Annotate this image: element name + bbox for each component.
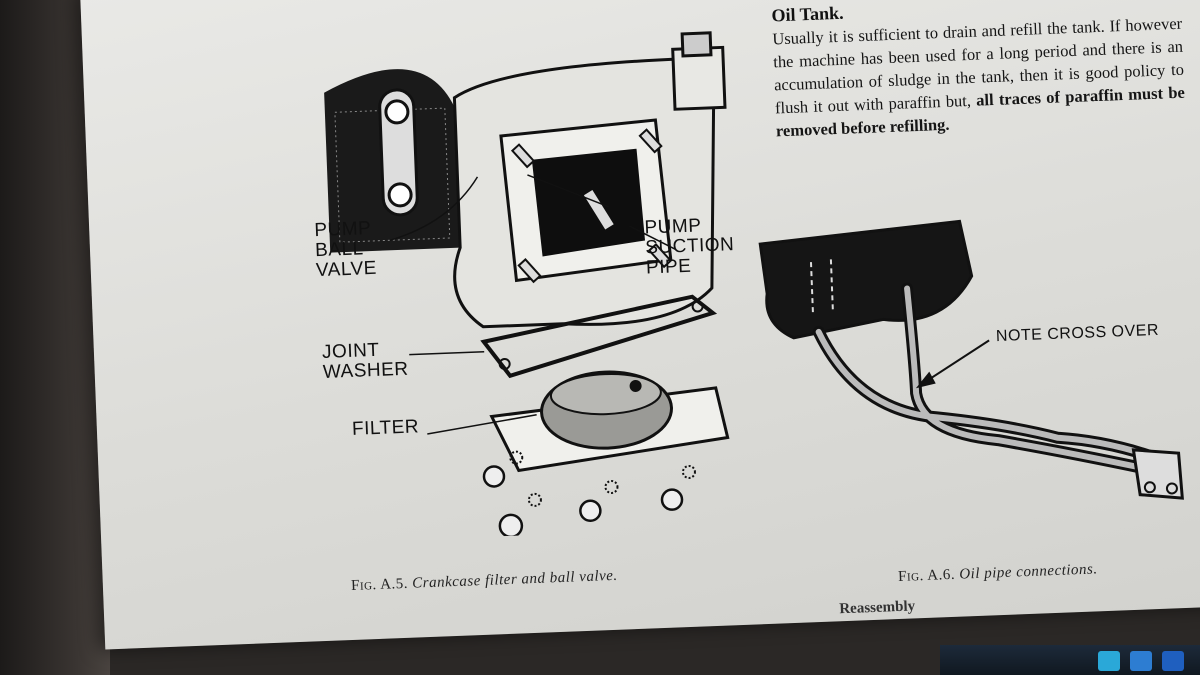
label-pump-suction-pipe: PUMP SUCTION PIPE xyxy=(644,215,735,279)
label-joint-washer: JOINT WASHER xyxy=(321,339,409,383)
browser-icon[interactable] xyxy=(1098,651,1120,671)
section-heading-fragment: Reassembly xyxy=(839,598,916,618)
crankcase-filter-illustration xyxy=(324,31,730,539)
caption-fig-a5: Fig. A.5. Crankcase filter and ball valv… xyxy=(351,568,618,595)
taskbar xyxy=(940,645,1200,675)
caption-fig-a5-number: Fig. A.5. xyxy=(350,575,409,595)
label-pump-ball-valve: PUMP BALL VALVE xyxy=(314,218,378,282)
caption-fig-a5-text: Crankcase filter and ball valve. xyxy=(411,567,618,592)
caption-fig-a6-number: Fig. A.6. xyxy=(897,566,956,586)
oil-tank-paragraph: Usually it is sufficient to drain and re… xyxy=(772,12,1186,143)
manual-page: PUMP BALL VALVE PUMP SUCTION PIPE JOINT … xyxy=(80,0,1200,650)
word-icon[interactable] xyxy=(1162,651,1184,671)
section-title-oil-tank: Oil Tank. xyxy=(771,2,844,26)
oil-pipe-illustration xyxy=(758,219,1184,500)
caption-fig-a6: Fig. A.6. Oil pipe connections. xyxy=(898,561,1098,586)
label-filter: FILTER xyxy=(351,416,420,440)
app-icon[interactable] xyxy=(1130,651,1152,671)
caption-fig-a6-text: Oil pipe connections. xyxy=(959,561,1098,583)
